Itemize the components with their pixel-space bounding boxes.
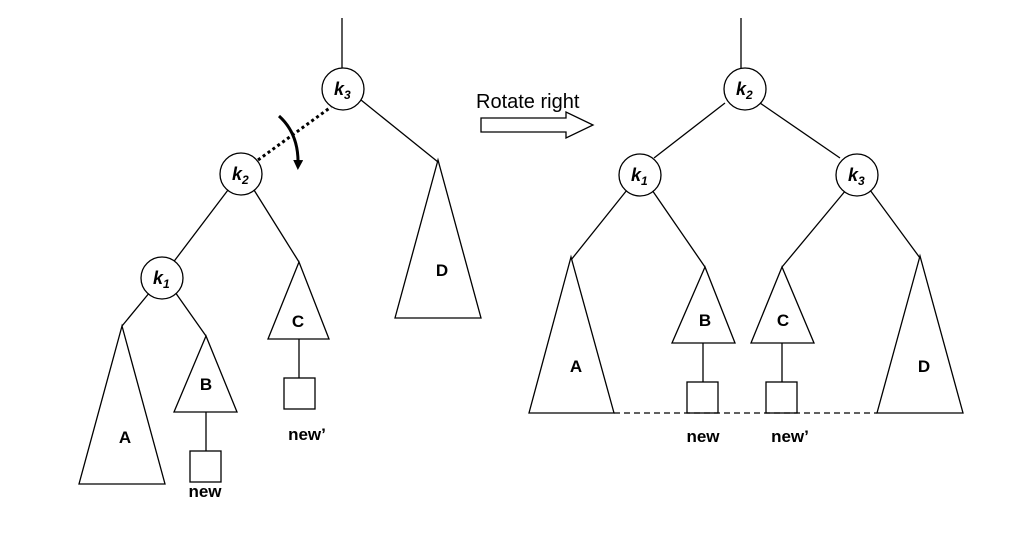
new-b-label-before: new (188, 482, 222, 501)
node-k3-before (321, 67, 365, 111)
subtree-b-label-before: B (200, 375, 212, 394)
node-k1-label-after: k1 (631, 165, 648, 188)
node-k3-label-before: k3 (334, 79, 351, 102)
edge-k3-c-after (781, 189, 847, 268)
subtree-d-after (876, 253, 964, 414)
subtree-d-label-after: D (918, 357, 930, 376)
tree-before (78, 18, 482, 485)
edge-k2-k1 (171, 189, 229, 265)
node-k1-label-before: k1 (153, 268, 170, 291)
inserted-node-b-after (686, 381, 719, 414)
edge-k2-c (253, 189, 300, 263)
subtree-b-label-after: B (699, 311, 711, 330)
subtree-a-after (528, 254, 615, 414)
hollow-right-arrow-icon (480, 110, 595, 140)
new-b-label-after: new (686, 427, 720, 446)
edge-k3-d-after (869, 189, 921, 259)
edge-k2-k3-dotted (257, 105, 332, 162)
rotate-caption: Rotate right (476, 91, 580, 113)
node-k2-after (723, 67, 767, 111)
subtree-d-before (394, 157, 482, 319)
edge-k1-b (174, 291, 207, 337)
inserted-node-c-after (765, 381, 798, 414)
inserted-node-c-before (283, 377, 316, 410)
node-k2-label-after: k2 (736, 79, 753, 102)
edge-k1-a-after (570, 189, 628, 261)
node-k3-label-after: k3 (848, 165, 865, 188)
new-c-label-before: new’ (288, 425, 326, 444)
subtree-c-label-after: C (777, 311, 789, 330)
edge-k3-d (360, 99, 439, 163)
subtree-b-before (173, 334, 238, 413)
node-k1-before (140, 256, 184, 300)
subtree-c-label-before: C (292, 312, 304, 331)
node-k1-after (618, 153, 662, 197)
edge-k2-k1-after (653, 102, 726, 159)
edge-k2-k3-after (759, 102, 841, 159)
subtree-c-after (750, 265, 815, 344)
node-k3-after (835, 153, 879, 197)
node-k2-label-before: k2 (232, 164, 249, 187)
new-c-label-after: new’ (771, 427, 809, 446)
labels-after: k2 k1 k3 A B C D new new’ (570, 79, 930, 446)
subtree-b-after (671, 265, 736, 344)
edge-k1-b-after (651, 189, 706, 268)
subtree-a-before (78, 323, 166, 485)
labels-before: k3 k2 k1 D C B A new’ new (119, 79, 448, 501)
edge-k1-a (121, 291, 151, 327)
node-k2-before (219, 152, 263, 196)
subtree-a-label-after: A (570, 357, 582, 376)
rotate-caption-group: Rotate right (476, 91, 595, 140)
tree-after (528, 18, 964, 414)
subtree-d-label-before: D (436, 261, 448, 280)
rotation-arrow-icon (277, 114, 304, 170)
subtree-a-label-before: A (119, 428, 131, 447)
inserted-node-b-before (189, 450, 222, 483)
